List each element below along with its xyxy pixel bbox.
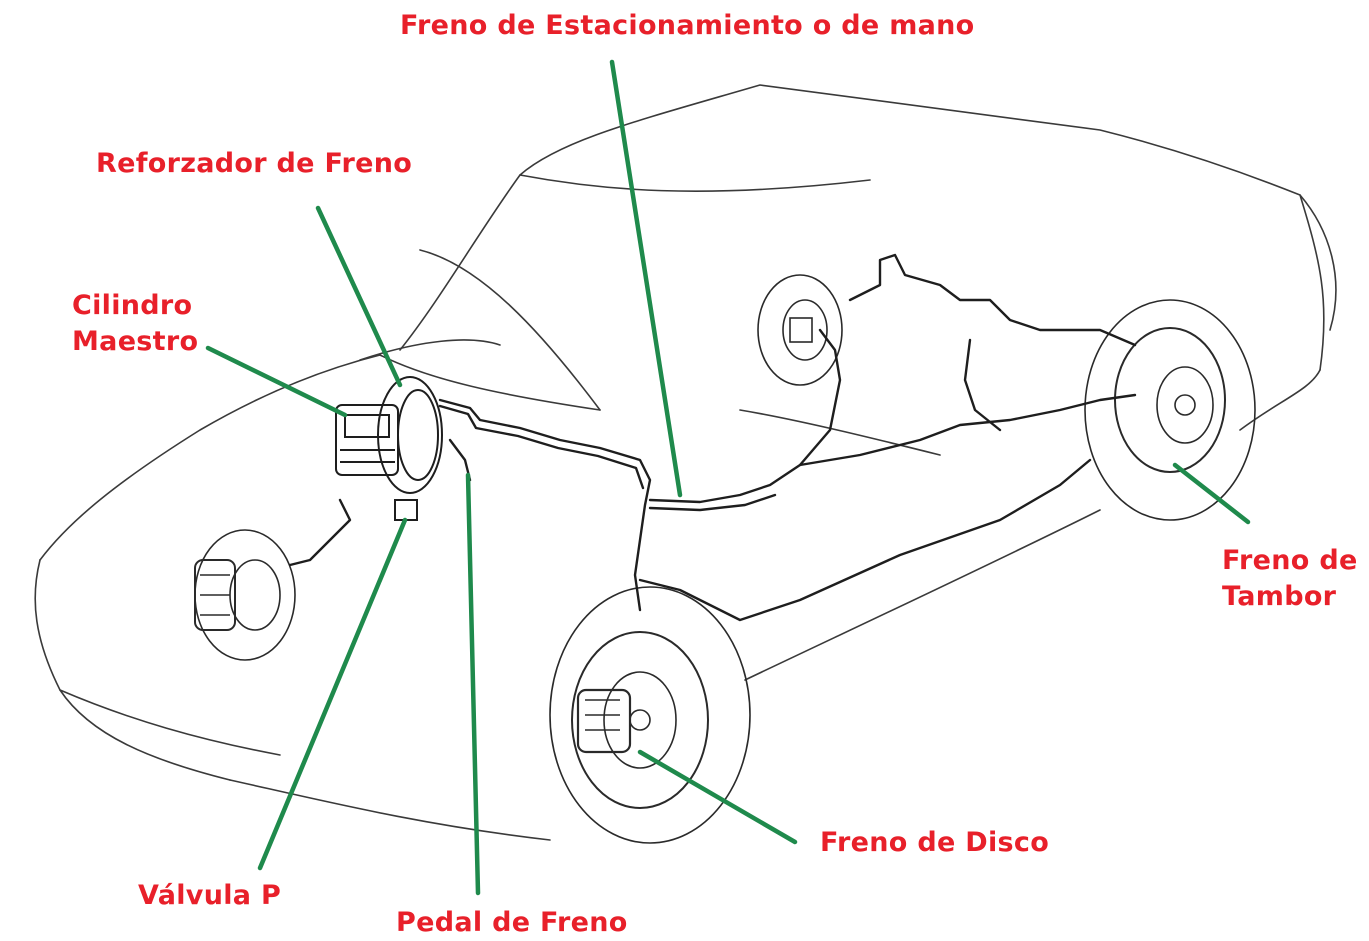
leader-brake-booster (315, 205, 403, 388)
label-brake-pedal: Pedal de Freno (396, 907, 628, 938)
leader-lines (205, 59, 1251, 896)
leader-disc-brake (637, 749, 798, 845)
label-drum-brake-line2: Tambor (1222, 581, 1337, 612)
label-p-valve: Válvula P (138, 880, 282, 911)
leader-parking-brake (609, 59, 683, 498)
label-master-cylinder-line2: Maestro (72, 326, 199, 357)
label-disc-brake: Freno de Disco (820, 827, 1050, 858)
label-drum-brake-line1: Freno de (1222, 545, 1358, 576)
front-wheel (549, 586, 751, 844)
label-brake-booster: Reforzador de Freno (96, 148, 413, 179)
label-drum-brake: Freno de Tambor (1222, 543, 1358, 615)
leader-master-cylinder (205, 345, 348, 418)
label-master-cylinder: Cilindro Maestro (72, 288, 198, 360)
brake-lines (288, 253, 1137, 622)
rear-left-drum (757, 274, 843, 386)
rear-wheel (1084, 299, 1256, 521)
front-left-brake (194, 529, 296, 661)
leader-drum-brake (1172, 462, 1251, 525)
booster-assembly (335, 376, 443, 521)
car-outline (34, 84, 1337, 841)
label-master-cylinder-line1: Cilindro (72, 290, 193, 321)
label-parking-brake: Freno de Estacionamiento o de mano (400, 10, 975, 41)
leader-p-valve (257, 517, 408, 871)
leader-brake-pedal (465, 472, 481, 896)
